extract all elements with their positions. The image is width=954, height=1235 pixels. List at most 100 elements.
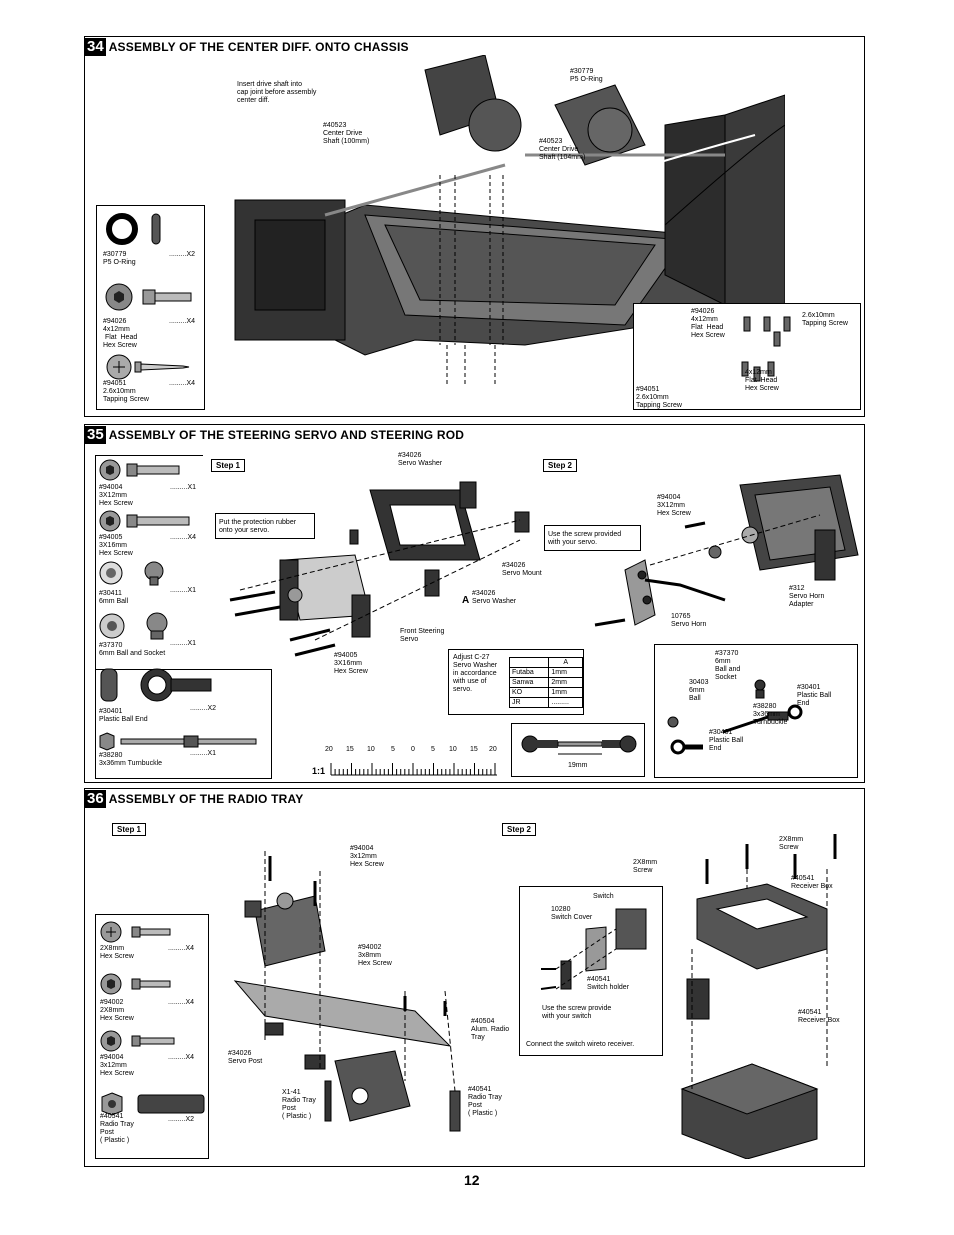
hex-screw-16-icon (99, 510, 190, 532)
label-hex-screw-12: #94004 3X12mm Hex Screw (657, 494, 691, 517)
value-cell: 1mm (548, 687, 583, 698)
flat-head-screw-icon (105, 283, 192, 311)
part-qty: .........X2 (168, 1116, 195, 1123)
label-6mm-ball: 30403 6mm Ball (689, 679, 709, 702)
chassis-illustration (234, 55, 785, 385)
label-p5-oring: #30779 P5 O-Ring (570, 68, 603, 83)
label-ball-socket: #37370 6mm Ball and Socket (715, 650, 741, 681)
step-number: 35 (85, 426, 106, 444)
tapping-screw-icon (106, 354, 190, 380)
part-name: #94002 2X8mm Hex Screw (100, 999, 134, 1022)
label-94002-hex-screw: #94002 3x8mm Hex Screw (358, 944, 392, 967)
switch-illustration (540, 908, 647, 990)
ruler-tick-label: 20 (489, 746, 497, 753)
note-text: Use the screw provided with your servo. (548, 531, 622, 546)
brand-cell: JR (508, 697, 550, 708)
label-a: A (462, 595, 470, 606)
step-2-label: Step 2 (502, 823, 537, 836)
note-protection-rubber: Put the protection rubber onto your serv… (215, 513, 315, 539)
step-title: ASSEMBLY OF THE CENTER DIFF. ONTO CHASSI… (108, 40, 409, 54)
label-switch: Switch (593, 893, 614, 900)
label-center-drive-shaft-100: #40523 Center Drive Shaft (100mm) (323, 122, 370, 145)
part-qty: .........X2 (169, 251, 196, 258)
part-name: #94026 4x12mm Flat Head Hex Screw (103, 318, 138, 349)
label-x1-41-post: X1-41 Radio Tray Post ( Plastic ) (282, 1089, 316, 1120)
label-servo-mount: #34026 Servo Mount (502, 562, 542, 577)
label-2x8-screw-top: 2X8mm Screw (779, 836, 804, 851)
table-header: A (548, 657, 583, 668)
label-40541-post: #40541 Radio Tray Post ( Plastic ) (468, 1086, 502, 1117)
note-connect-switch: Connect the switch wireto receiver. (526, 1041, 635, 1048)
label-94004-hex-screw: #94004 3x12mm Hex Screw (350, 845, 384, 868)
ball-6mm-icon (99, 561, 164, 586)
label-tapping-screw-2: #94051 2.6x10mm Tapping Screw (636, 386, 682, 409)
screw-detail-illustration (741, 316, 791, 382)
ruler-tick-label: 20 (325, 746, 333, 753)
hex-screw-94004-icon (100, 1030, 175, 1052)
label-servo-horn: 10765 Servo Horn (671, 613, 707, 628)
length-19mm: 19mm (568, 762, 588, 769)
label-tapping-screw: 2.6x10mm Tapping Screw (802, 312, 848, 327)
part-name: 2X8mm Hex Screw (100, 945, 134, 960)
label-servo-washer: #34026 Servo Washer (398, 452, 443, 467)
part-qty: .........X4 (169, 318, 196, 325)
brand-cell: KO (508, 687, 550, 698)
value-cell: 1mm (548, 667, 583, 678)
note-screw-switch: Use the screw provide with your switch (542, 1005, 612, 1020)
label-servo-post: #34026 Servo Post (228, 1050, 263, 1065)
step-2-label: Step 2 (543, 459, 578, 472)
hex-screw-2x8-icon (100, 921, 171, 943)
label-switch-cover: 10280 Switch Cover (551, 906, 593, 921)
ruler-tick-label: 0 (411, 746, 415, 753)
section-36-header: 36 ASSEMBLY OF THE RADIO TRAY (85, 790, 303, 808)
part-qty: .........X4 (168, 945, 195, 952)
label-flat-head-2: 4x12mm Flat Head Hex Screw (745, 369, 779, 392)
step-title: ASSEMBLY OF THE STEERING SERVO AND STEER… (108, 428, 465, 442)
radio-tray-post-icon (101, 1092, 205, 1116)
value-cell: ......... (548, 697, 583, 708)
label-receiver-box-bottom: #40541 Receiver Box (798, 1009, 840, 1024)
brand-cell: Futaba (508, 667, 550, 678)
part-name: #94004 3X12mm Hex Screw (99, 484, 133, 507)
receiver-box-illustration (680, 834, 837, 1159)
step-number: 36 (85, 790, 106, 808)
ruler-tick-label: 15 (470, 746, 478, 753)
part-qty: .........X4 (169, 380, 196, 387)
part-qty: .........X1 (170, 640, 197, 647)
section-36-panel: 36 ASSEMBLY OF THE RADIO TRAY Step 1 Ste… (84, 788, 865, 1167)
ruler-tick-label: 10 (367, 746, 375, 753)
step-title: ASSEMBLY OF THE RADIO TRAY (108, 792, 304, 806)
label-alum-radio-tray: #40504 Alum. Radio Tray (471, 1018, 510, 1041)
label-servo-washer-a: #34026 Servo Washer (472, 590, 517, 605)
label-2x8-screw-left: 2X8mm Screw (633, 859, 658, 874)
step-1-label: Step 1 (211, 459, 246, 472)
ball-end-detail-illustration (667, 679, 803, 755)
label-hex-screw-16: #94005 3X16mm Hex Screw (334, 652, 368, 675)
steering-servo-illustration (229, 481, 530, 657)
ruler-tick-label: 5 (391, 746, 395, 753)
label-front-steering-servo: Front Steering Servo (400, 628, 445, 643)
note-insert-shaft: Insert drive shaft into cap joint before… (237, 81, 317, 104)
label-center-drive-shaft-104: #40523 Center Drive Shaft (104mm) (539, 138, 586, 161)
parts-list-36: 2X8mm Hex Screw .........X4 #94002 2X8mm… (95, 914, 209, 1159)
label-plastic-ball-end-right: #30401 Plastic Ball End (797, 684, 832, 707)
adjust-note-box: Adjust C-27 Servo Washer in accordance w… (448, 649, 584, 715)
label-switch-holder: #40541 Switch holder (587, 976, 630, 991)
page-number: 12 (464, 1172, 480, 1188)
section-35-panel: 35 ASSEMBLY OF THE STEERING SERVO AND ST… (84, 424, 865, 783)
part-qty: .........X1 (170, 587, 197, 594)
part-name: #30401 Plastic Ball End (99, 708, 148, 723)
label-receiver-box-top: #40541 Receiver Box (791, 875, 833, 890)
ruler-tick-label: 5 (431, 746, 435, 753)
hex-screw-94002-icon (100, 973, 171, 995)
part-qty: .........X1 (190, 750, 217, 757)
ruler-tick-label: 10 (449, 746, 457, 753)
oring-icon (106, 213, 161, 245)
section-35-header: 35 ASSEMBLY OF THE STEERING SERVO AND ST… (85, 426, 464, 444)
part-qty: .........X1 (170, 484, 197, 491)
ball-socket-icon (99, 612, 168, 640)
part-name: #30779 P5 O-Ring (103, 251, 136, 266)
brand-cell: Sanwa (508, 677, 550, 688)
ball-end-detail-box: #37370 6mm Ball and Socket 30403 6mm Bal… (654, 644, 858, 778)
radio-tray-step1-illustration (233, 851, 461, 1132)
